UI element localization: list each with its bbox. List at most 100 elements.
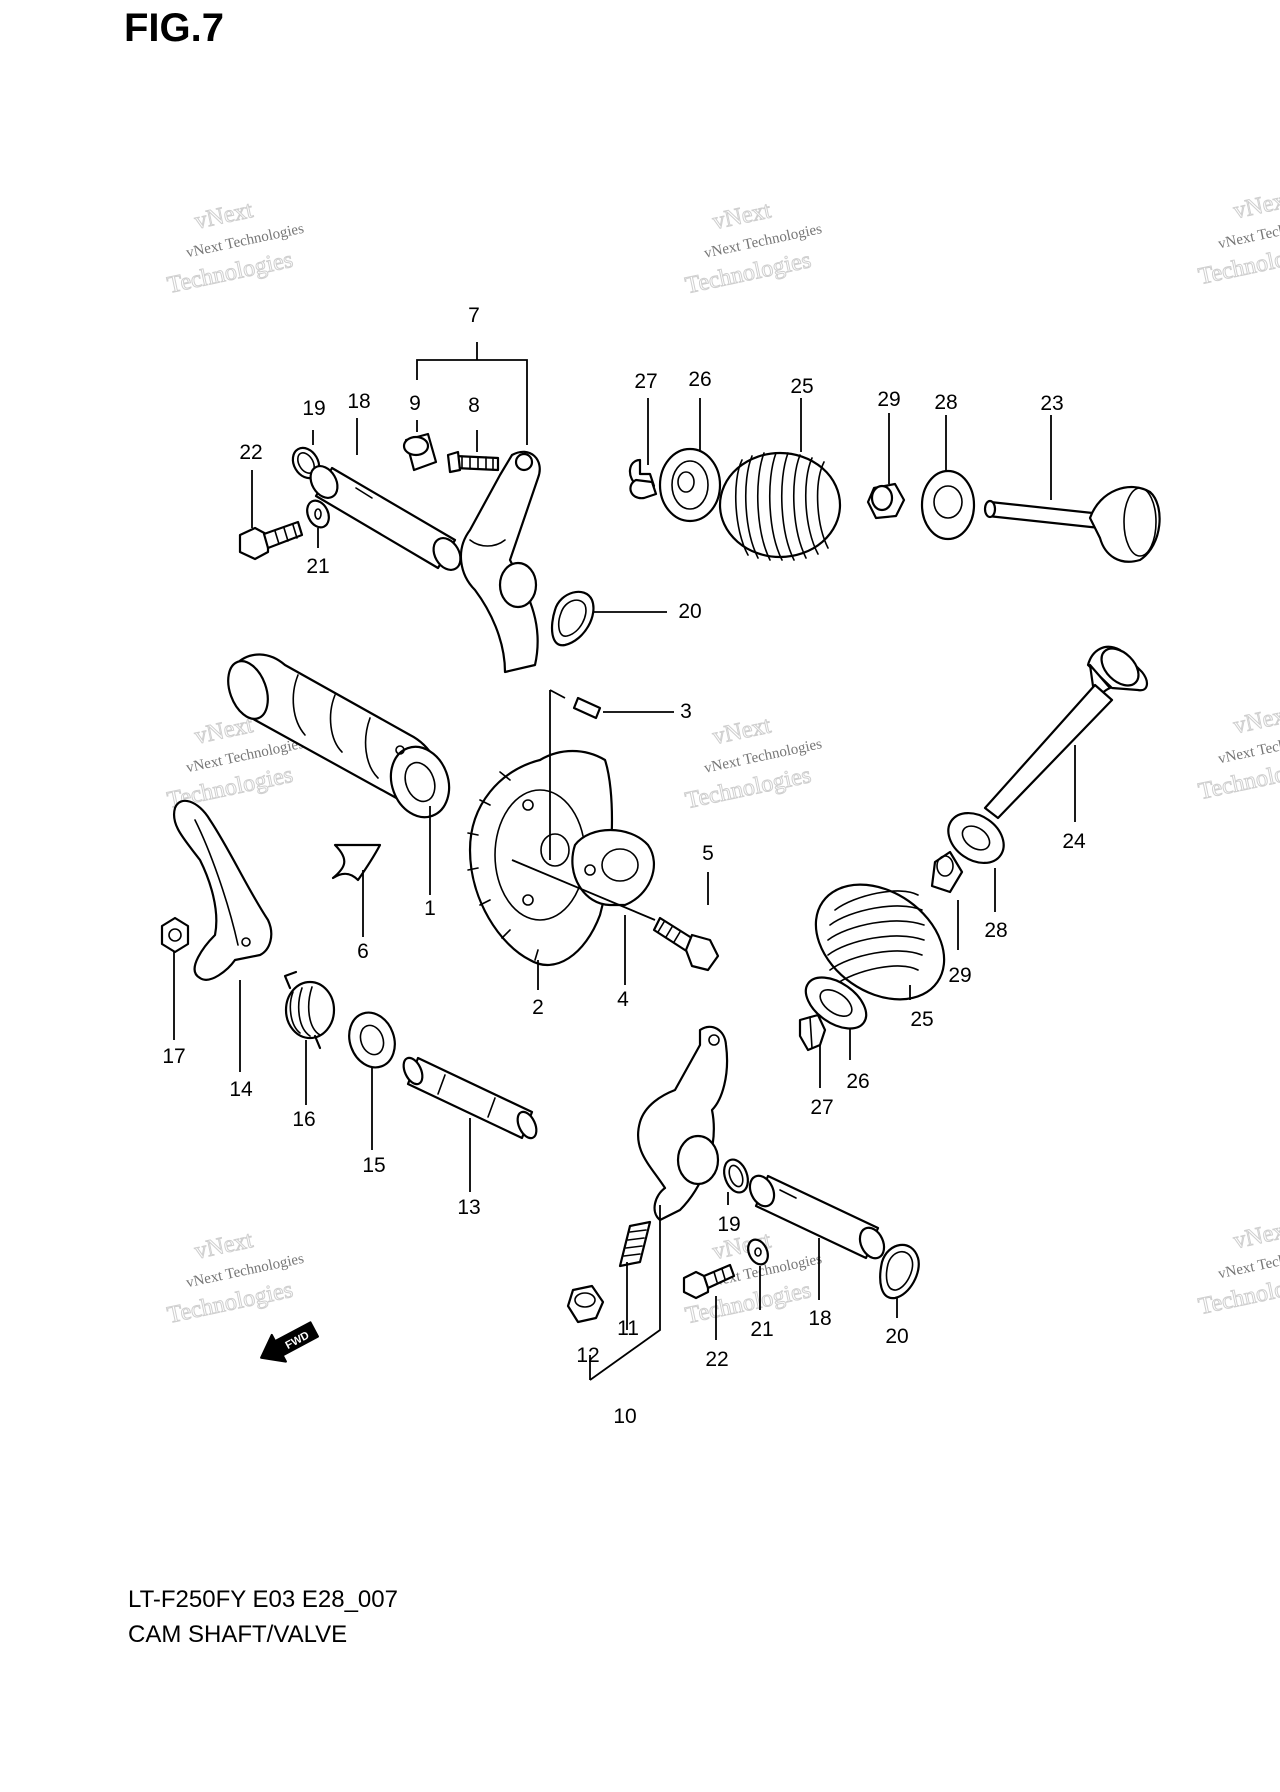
svg-text:Technologies: Technologies [683,762,813,814]
label-part-3: 3 [680,700,692,723]
label-part-11: 11 [617,1317,639,1340]
watermark-mid-right: vNext vNext Technologies Technologies [1196,701,1280,805]
part-4-plate [571,828,656,907]
watermark-mid-center: vNext vNext Technologies Technologies [683,712,824,815]
watermark-bottom-left: vNext vNext Technologies Technologies [165,1227,306,1330]
part-21-washer-top [306,499,330,529]
part-22-bolt-top [238,520,304,561]
label-part-17: 17 [162,1045,185,1068]
svg-text:vNext: vNext [710,712,773,750]
watermark-top-right: vNext vNext Technologies Technologies [1196,186,1280,290]
part-23-valve [983,485,1161,563]
label-part-18-top: 18 [347,390,370,413]
label-part-12: 12 [576,1344,599,1367]
part-28-spring-seat-top [920,469,976,541]
part-6-retainer [331,843,382,882]
label-part-14: 14 [229,1078,253,1101]
part-26-retainer-bottom [804,976,868,1030]
label-part-2: 2 [532,996,544,1019]
part-22-bolt-bottom [682,1263,736,1300]
svg-text:Technologies: Technologies [165,247,295,299]
label-part-28-top: 28 [934,391,957,414]
label-part-21-bottom: 21 [750,1318,773,1341]
svg-text:vNext: vNext [192,197,255,235]
label-part-10: 10 [613,1405,636,1428]
label-part-19-top: 19 [302,397,325,420]
part-10-rocker-arm-bottom [637,1025,729,1222]
svg-text:Technologies: Technologies [165,1277,295,1329]
section-name-caption: CAM SHAFT/VALVE [128,1621,348,1648]
label-part-8: 8 [468,394,480,417]
part-2-cam-sprocket [467,750,614,966]
leader-lines [173,342,1076,1381]
label-part-24: 24 [1062,830,1086,853]
label-part-27-bottom: 27 [810,1096,833,1119]
part-21-washer-bottom [747,1238,769,1266]
svg-text:vNext: vNext [1231,187,1280,225]
svg-text:vNext: vNext [1231,702,1280,740]
svg-text:vNext: vNext [192,1227,255,1265]
label-part-26-top: 26 [688,368,711,391]
part-26-retainer-top [658,447,722,523]
label-part-25-top: 25 [790,375,813,398]
label-part-16: 16 [292,1108,315,1131]
part-13-shaft [402,1056,538,1140]
svg-text:vNext: vNext [1231,1217,1280,1255]
label-part-18-bottom: 18 [808,1307,831,1330]
part-7-rocker-arm-top [459,450,541,674]
label-part-19-bottom: 19 [717,1213,740,1236]
part-9-nut [402,432,438,472]
part-29-stem-seal-top [866,482,906,520]
watermark-top-left: vNext vNext Technologies Technologies [165,197,306,300]
part-24-valve [983,645,1148,820]
label-part-21-top: 21 [306,555,329,578]
label-part-13: 13 [457,1196,480,1219]
label-part-25-bottom: 25 [910,1008,933,1031]
svg-text:vNext: vNext [710,197,773,235]
watermark-bottom-right: vNext vNext Technologies Technologies [1196,1216,1280,1320]
figure-title: FIG.7 [124,6,225,50]
label-part-4: 4 [617,988,629,1011]
part-15-bearing [348,1011,396,1069]
part-19-o-ring-bottom [723,1158,749,1194]
part-20-gasket-top [550,590,595,647]
part-25-spring-bottom [814,883,946,1001]
part-12-nut [566,1284,605,1324]
label-part-28-bottom: 28 [984,919,1007,942]
label-part-29-top: 29 [877,388,900,411]
part-17-nut [160,916,190,954]
label-part-7: 7 [468,304,480,327]
label-part-27-top: 27 [634,370,657,393]
label-part-9: 9 [409,392,421,415]
label-part-22-top: 22 [239,441,262,464]
part-18-rocker-shaft-bottom [748,1174,886,1260]
part-1-camshaft [227,653,451,819]
label-part-20-top: 20 [678,600,701,623]
label-part-1: 1 [424,897,436,920]
label-part-20-bottom: 20 [885,1325,908,1348]
label-part-5: 5 [702,842,714,865]
label-part-26-bottom: 26 [846,1070,869,1093]
part-5-bolt [652,916,720,972]
part-axis-line [511,859,656,921]
part-25-spring-top [718,451,842,561]
svg-text:vNext: vNext [192,712,255,750]
part-11-adjusting-screw [618,1220,652,1268]
part-14-decomp-weight [172,799,273,981]
part-number-labels: 7 8 9 18 19 22 21 20 27 26 25 29 28 23 3… [162,304,1086,1428]
part-27-cotter-bottom [798,1013,827,1052]
part-16-spring [283,970,336,1050]
label-part-23: 23 [1040,392,1063,415]
part-3-pin [572,696,602,720]
label-part-22-bottom: 22 [705,1348,728,1371]
part-27-cotter-top [628,458,658,500]
svg-text:Technologies: Technologies [683,247,813,299]
watermark-top-center: vNext vNext Technologies Technologies [683,197,824,300]
label-part-15: 15 [362,1154,385,1177]
part-18-rocker-shaft-top [309,465,462,571]
part-20-gasket-bottom [879,1243,920,1300]
part-28-spring-seat-bottom [947,811,1005,865]
label-part-29-bottom: 29 [948,964,971,987]
fwd-arrow-icon: FWD [260,1321,319,1363]
